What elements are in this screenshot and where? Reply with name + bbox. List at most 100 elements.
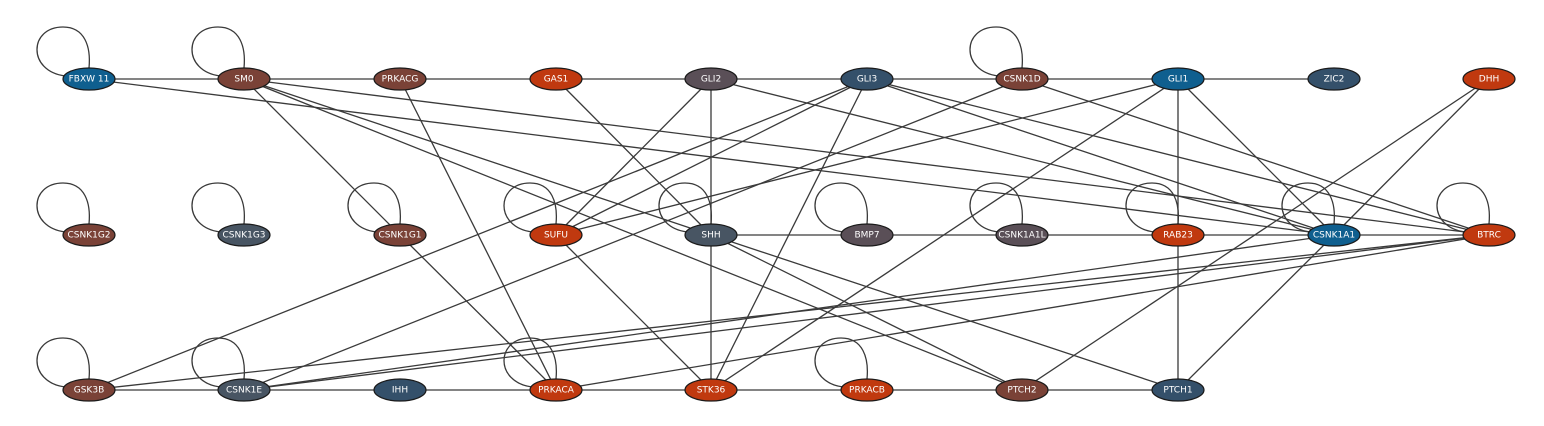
edge-gli3-sufu	[555, 78, 868, 236]
edge-smo-shh	[243, 78, 712, 236]
node-csnk1a1l[interactable]: CSNK1A1L	[995, 223, 1049, 247]
node-shape[interactable]	[62, 378, 116, 402]
node-shape[interactable]	[373, 223, 427, 247]
node-csnk1g2[interactable]: CSNK1G2	[62, 223, 116, 247]
edge-layer	[88, 78, 1490, 391]
node-shape[interactable]	[529, 67, 583, 91]
node-gli2[interactable]: GLI2	[684, 67, 738, 91]
node-label: PRKACG	[382, 75, 419, 85]
node-zic2[interactable]: ZIC2	[1307, 67, 1361, 91]
node-gli1[interactable]: GLI1	[1151, 67, 1205, 91]
self-loop-prkacb	[814, 337, 869, 388]
node-shape[interactable]	[62, 223, 116, 247]
node-csnk1g3[interactable]: CSNK1G3	[217, 223, 271, 247]
node-label: CSNK1A1	[1313, 231, 1355, 241]
node-shh[interactable]: SHH	[684, 223, 738, 247]
node-csnk1d[interactable]: CSNK1D	[995, 67, 1049, 91]
self-loop-csnk1a1	[1281, 182, 1336, 233]
self-loop-csnk1g1	[347, 182, 402, 233]
node-shape[interactable]	[1462, 67, 1516, 91]
node-shape[interactable]	[217, 223, 271, 247]
node-layer: FBXW 11 SM0 PRKACG GAS1 GLI2 GLI3 CSNK1D GLI1 ZI…	[62, 67, 1516, 402]
node-shape[interactable]	[840, 378, 894, 402]
node-shape[interactable]	[1151, 223, 1205, 247]
node-prkacg[interactable]: PRKACG	[373, 67, 427, 91]
node-shape[interactable]	[1151, 67, 1205, 91]
node-shape[interactable]	[995, 67, 1049, 91]
node-shape[interactable]	[684, 67, 738, 91]
node-shape[interactable]	[373, 378, 427, 402]
node-ihh[interactable]: IHH	[373, 378, 427, 402]
edge-csnk1a1-ptch1	[1177, 234, 1335, 391]
node-label: ZIC2	[1324, 75, 1345, 85]
node-shape[interactable]	[529, 223, 583, 247]
node-ptch2[interactable]: PTCH2	[995, 378, 1049, 402]
self-loop-shh	[658, 182, 713, 233]
node-label: PTCH1	[1163, 386, 1192, 396]
node-btrc[interactable]: BTRC	[1462, 223, 1516, 247]
node-label: IHH	[392, 386, 408, 396]
node-csnk1a1[interactable]: CSNK1A1	[1307, 223, 1361, 247]
node-shape[interactable]	[1307, 223, 1361, 247]
node-label: GAS1	[544, 75, 569, 85]
self-loop-smo	[191, 26, 246, 77]
node-label: PTCH2	[1007, 386, 1036, 396]
node-prkaca[interactable]: PRKACA	[529, 378, 583, 402]
node-bmp7[interactable]: BMP7	[840, 223, 894, 247]
edge-dhh-csnk1a1	[1333, 78, 1490, 236]
node-shape[interactable]	[684, 378, 738, 402]
self-loop-btrc	[1436, 182, 1491, 233]
node-shape[interactable]	[373, 67, 427, 91]
node-gas1[interactable]: GAS1	[529, 67, 583, 91]
self-loop-layer	[36, 26, 1491, 388]
node-label: CSNK1A1L	[998, 231, 1045, 241]
node-shape[interactable]	[995, 223, 1049, 247]
node-csnk1g1[interactable]: CSNK1G1	[373, 223, 427, 247]
node-gli3[interactable]: GLI3	[840, 67, 894, 91]
self-loop-csnk1e	[191, 337, 246, 388]
node-label: SHH	[701, 231, 720, 241]
node-shape[interactable]	[684, 223, 738, 247]
node-label: GLI1	[1168, 75, 1188, 85]
node-label: STK36	[697, 386, 726, 396]
node-shape[interactable]	[840, 67, 894, 91]
node-fbxw11[interactable]: FBXW 11	[62, 67, 116, 91]
node-shape[interactable]	[995, 378, 1049, 402]
self-loop-rab23	[1125, 182, 1180, 233]
node-label: PRKACA	[538, 386, 575, 396]
node-label: CSNK1E	[226, 386, 262, 396]
node-shape[interactable]	[1151, 378, 1205, 402]
node-shape[interactable]	[217, 378, 271, 402]
node-sufu[interactable]: SUFU	[529, 223, 583, 247]
node-label: FBXW 11	[69, 75, 110, 85]
node-shape[interactable]	[217, 67, 271, 91]
self-loop-fbxw11	[36, 26, 91, 77]
node-stk36[interactable]: STK36	[684, 378, 738, 402]
edge-csnk1d-csnk1e	[243, 78, 1023, 391]
node-label: CSNK1D	[1003, 75, 1040, 85]
self-loop-csnk1g2	[36, 182, 91, 233]
node-rab23[interactable]: RAB23	[1151, 223, 1205, 247]
node-ptch1[interactable]: PTCH1	[1151, 378, 1205, 402]
self-loop-gsk3b	[36, 337, 91, 388]
node-shape[interactable]	[840, 223, 894, 247]
node-label: PRKACB	[849, 386, 885, 396]
node-smo[interactable]: SM0	[217, 67, 271, 91]
self-loop-csnk1g3	[191, 182, 246, 233]
node-gsk3b[interactable]: GSK3B	[62, 378, 116, 402]
edge-gli1-csnk1a1	[1177, 78, 1335, 236]
self-loop-sufu	[503, 182, 558, 233]
node-dhh[interactable]: DHH	[1462, 67, 1516, 91]
node-prkacb[interactable]: PRKACB	[840, 378, 894, 402]
self-loop-prkaca	[503, 337, 558, 388]
node-label: CSNK1G1	[378, 231, 421, 241]
node-shape[interactable]	[1462, 223, 1516, 247]
self-loop-csnk1d	[969, 26, 1024, 77]
node-label: DHH	[1479, 75, 1499, 85]
node-shape[interactable]	[529, 378, 583, 402]
edge-btrc-prkaca	[555, 234, 1490, 391]
node-label: CSNK1G2	[67, 231, 110, 241]
node-csnk1e[interactable]: CSNK1E	[217, 378, 271, 402]
node-shape[interactable]	[62, 67, 116, 91]
node-shape[interactable]	[1307, 67, 1361, 91]
